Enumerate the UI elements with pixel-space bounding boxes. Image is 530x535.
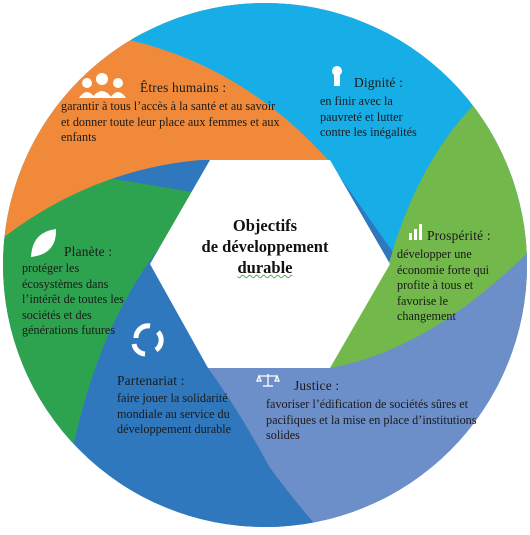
segment-text-planete: Planète : protéger les écosystèmes dans … (22, 244, 126, 339)
center-title-line3: durable (237, 258, 293, 277)
segment-body-justice: favoriser l’édification de sociétés sûre… (266, 397, 477, 442)
segment-title-justice: Justice : (294, 378, 340, 393)
segment-body-planete: protéger les écosystèmes dans l’intérêt … (22, 261, 124, 337)
keyhole-icon (332, 66, 342, 86)
center-title-line2: de développement (201, 237, 329, 256)
segment-text-prosperite: Prospérité : développer une économie for… (397, 228, 509, 325)
segment-title-prosperite: Prospérité : (427, 228, 491, 243)
segment-title-partenariat: Partenariat : (117, 373, 185, 388)
bar-chart-icon (409, 224, 422, 240)
segment-title-planete: Planète : (64, 244, 113, 259)
leaf-icon (31, 229, 57, 257)
segment-body-etres-humains: garantir à tous l’accès à la santé et au… (61, 99, 280, 144)
center-hexagon (150, 160, 390, 368)
center-title-line1: Objectifs (232, 216, 298, 235)
segment-dignite (60, 3, 527, 255)
segment-text-partenariat: Partenariat : faire jouer la solidarité … (117, 373, 232, 438)
segment-text-dignite: Dignité : en finir avec la pauvreté et l… (320, 75, 420, 141)
segment-title-dignite: Dignité : (354, 75, 404, 90)
people-icon (79, 73, 126, 98)
segment-planete (3, 3, 210, 527)
scales-icon (256, 374, 280, 387)
segment-prosperite (330, 60, 527, 368)
segment-title-etres-humains: Êtres humains : (140, 80, 227, 95)
segment-body-partenariat: faire jouer la solidarité mondiale au se… (117, 391, 232, 436)
segment-text-etres-humains: Êtres humains : garantir à tous l’accès … (61, 80, 286, 146)
segment-text-justice: Justice : favoriser l’édification de soc… (266, 378, 486, 444)
center-title: Objectifs de développement durable (170, 215, 360, 278)
segment-body-dignite: en finir avec la pauvreté et lutter cont… (320, 94, 417, 139)
cycle-arrows-icon (131, 323, 164, 357)
segment-body-prosperite: développer une économie forte qui profit… (397, 247, 490, 323)
